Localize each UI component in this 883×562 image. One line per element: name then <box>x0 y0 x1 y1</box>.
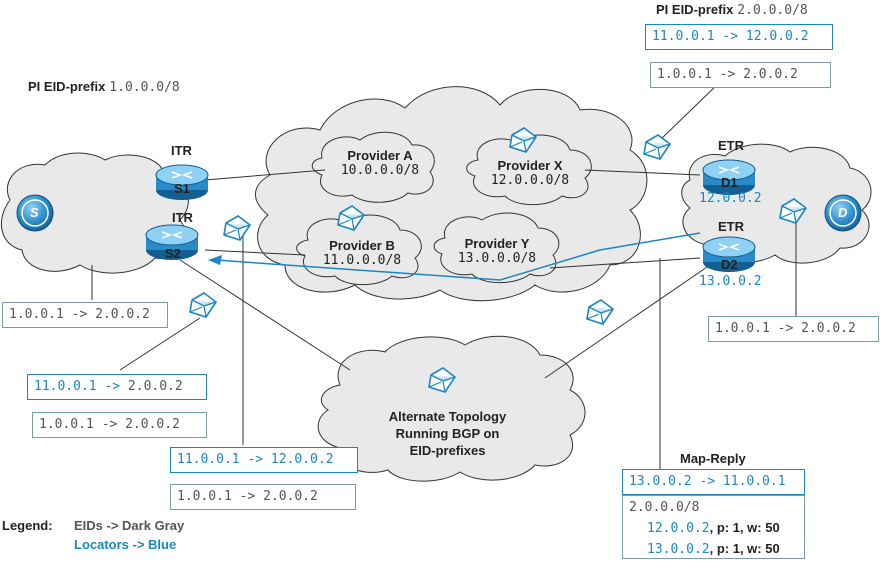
provider-prefix: 13.0.0.0/8 <box>457 251 537 266</box>
pi-label: PI EID-prefix <box>28 79 106 94</box>
router-d2-rloc: 13.0.0.2 <box>699 274 762 289</box>
packet-plain-header: 1.0.0.1 -> 2.0.0.2 <box>2 302 168 328</box>
pi-value: 2.0.0.0/8 <box>737 3 808 18</box>
envelope-icon <box>586 299 614 325</box>
link-s2-providerb <box>204 249 306 256</box>
provider-prefix: 10.0.0.0/8 <box>340 163 420 178</box>
leader-left2 <box>119 317 201 371</box>
dest-host-icon <box>824 194 862 232</box>
map-reply-header: 13.0.0.2 -> 11.0.0.1 <box>622 469 805 495</box>
router-s1-name: S1 <box>174 181 190 196</box>
router-d2-role: ETR <box>718 219 744 234</box>
legend-label: Legend: <box>2 518 53 533</box>
link-s1-providera <box>204 169 326 181</box>
pi-label: PI EID-prefix <box>656 2 734 17</box>
envelope-icon <box>189 292 217 318</box>
legend-locators: Locators -> Blue <box>74 537 177 552</box>
packet-inner-header: 1.0.0.1 -> 2.0.0.2 <box>650 62 831 88</box>
provider-name: Provider X <box>497 158 563 173</box>
packet-plain-header: 1.0.0.1 -> 2.0.0.2 <box>708 316 879 342</box>
link-providery-d2 <box>549 257 701 269</box>
packet-inner-header: 1.0.0.1 -> 2.0.0.2 <box>170 484 356 510</box>
envelope-icon <box>223 215 251 241</box>
provider-a: Provider A 10.0.0.0/8 <box>330 148 430 178</box>
link-d2-alt <box>544 264 711 379</box>
provider-name: Provider B <box>329 238 395 253</box>
map-reply-path <box>214 232 701 281</box>
router-d1-role: ETR <box>718 138 744 153</box>
router-d1-icon <box>702 159 756 195</box>
left-site-cloud <box>1 152 189 274</box>
link-providerx-d1 <box>584 169 701 176</box>
alt-topology-label: Alternate Topology Running BGP on EID-pr… <box>388 409 507 458</box>
provider-prefix: 12.0.0.0/8 <box>490 173 570 188</box>
envelope-icon <box>643 134 671 160</box>
provider-a-cloud <box>311 131 435 203</box>
dest-host-label: D <box>838 205 848 220</box>
provider-x: Provider X 12.0.0.0/8 <box>480 158 580 188</box>
link-s2-alt <box>179 259 351 371</box>
provider-prefix: 11.0.0.0/8 <box>322 253 402 268</box>
pi-eid-prefix-right: PI EID-prefix 2.0.0.0/8 <box>656 1 808 19</box>
legend-eids: EIDs -> Dark Gray <box>74 518 185 533</box>
provider-y-cloud <box>433 212 560 284</box>
provider-b: Provider B 11.0.0.0/8 <box>312 238 412 268</box>
pi-eid-prefix-left: PI EID-prefix 1.0.0.0/8 <box>28 78 180 96</box>
source-host-icon <box>16 194 54 232</box>
packet-outer-header: 11.0.0.1 -> 12.0.0.2 <box>170 447 358 473</box>
pi-value: 1.0.0.0/8 <box>109 80 180 95</box>
source-host-label: S <box>30 205 39 220</box>
router-d1-name: D1 <box>721 175 738 190</box>
provider-name: Provider Y <box>464 236 530 251</box>
map-reply-prefix: 2.0.0.0/8 <box>629 500 700 515</box>
router-s1-role: ITR <box>171 143 192 158</box>
map-reply-row: 12.0.0.2, p: 1, w: 50 <box>647 520 780 536</box>
router-s1-icon <box>155 164 209 200</box>
router-s2-role: ITR <box>172 210 193 225</box>
provider-name: Provider A <box>347 148 413 163</box>
router-s2-name: S2 <box>165 246 181 261</box>
map-reply-body: 2.0.0.0/8 12.0.0.2, p: 1, w: 50 13.0.0.2… <box>622 495 805 559</box>
packet-outer-header: 11.0.0.1 -> 2.0.0.2 <box>27 374 207 400</box>
packet-inner-header: 1.0.0.1 -> 2.0.0.2 <box>32 412 207 438</box>
router-s2-icon <box>145 224 199 260</box>
map-reply-arrowhead <box>208 255 222 265</box>
map-reply-row: 13.0.0.2, p: 1, w: 50 <box>647 541 780 557</box>
router-d2-icon <box>702 236 756 272</box>
provider-y: Provider Y 13.0.0.0/8 <box>447 236 547 266</box>
router-d1-rloc: 12.0.0.2 <box>699 191 762 206</box>
map-reply-title: Map-Reply <box>680 451 746 466</box>
leader-topright <box>659 81 721 141</box>
router-d2-name: D2 <box>721 257 738 272</box>
packet-outer-header: 11.0.0.1 -> 12.0.0.2 <box>645 24 833 50</box>
